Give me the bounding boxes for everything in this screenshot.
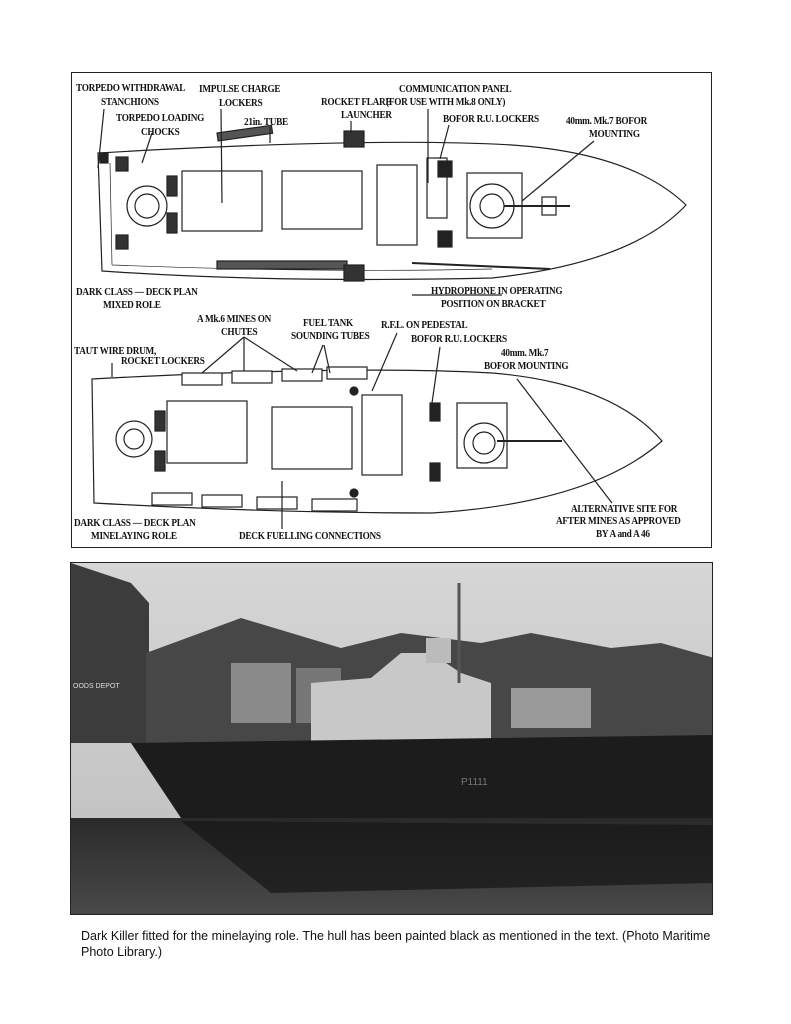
label-hydrophone-position: POSITION ON BRACKET bbox=[441, 299, 546, 310]
bottom-hull-outline bbox=[91, 369, 663, 514]
label-mines: A Mk.6 MINES ON bbox=[197, 314, 272, 325]
label-rocket-lockers: ROCKET LOCKERS bbox=[121, 356, 205, 367]
top-hull-outline bbox=[97, 141, 687, 281]
label-launcher: LAUNCHER bbox=[341, 110, 392, 121]
label-torpedo-loading: TORPEDO LOADING bbox=[116, 113, 205, 124]
label-sounding-tubes: SOUNDING TUBES bbox=[291, 331, 370, 342]
label-bofor-lockers-bottom: BOFOR R.U. LOCKERS bbox=[411, 334, 507, 345]
bottom-plan-title: DARK CLASS — DECK PLAN bbox=[74, 518, 196, 529]
top-plan-title: DARK CLASS — DECK PLAN bbox=[76, 287, 198, 298]
label-hydrophone: HYDROPHONE IN OPERATING bbox=[431, 286, 563, 297]
label-by-a-and-a: BY A and A 46 bbox=[596, 529, 650, 540]
label-impulse-charge: IMPULSE CHARGE bbox=[199, 84, 281, 95]
label-torpedo-withdrawal: TORPEDO WITHDRAWAL bbox=[76, 83, 186, 94]
label-taut-wire-drum: TAUT WIRE DRUM, bbox=[74, 346, 157, 357]
photo-caption: Dark Killer fitted for the minelaying ro… bbox=[81, 929, 711, 959]
label-communication-note: (FOR USE WITH Mk.8 ONLY) bbox=[386, 97, 506, 108]
bottom-plan-subtitle: MINELAYING ROLE bbox=[91, 531, 177, 542]
label-bofor-mounting-bottom: BOFOR MOUNTING bbox=[484, 361, 569, 372]
deck-plan-diagram: TORPEDO WITHDRAWAL STANCHIONS IMPULSE CH… bbox=[71, 72, 712, 548]
top-plan-subtitle: MIXED ROLE bbox=[103, 300, 161, 311]
label-chutes: CHUTES bbox=[221, 327, 258, 338]
label-stanchions: STANCHIONS bbox=[101, 97, 159, 108]
label-rocket-flare: ROCKET FLARE bbox=[321, 97, 392, 108]
label-rfl: R.F.L. ON PEDESTAL bbox=[381, 320, 468, 331]
label-fuel-tank: FUEL TANK bbox=[303, 318, 353, 329]
label-impulse-lockers: LOCKERS bbox=[219, 98, 263, 109]
label-communication-panel: COMMUNICATION PANEL bbox=[399, 84, 512, 95]
label-bofor-lockers-top: BOFOR R.U. LOCKERS bbox=[443, 114, 539, 125]
hull-number: P1111 bbox=[461, 777, 488, 788]
label-chocks: CHOCKS bbox=[141, 127, 180, 138]
label-bofor-mounting-top: 40mm. Mk.7 BOFOR bbox=[566, 116, 647, 127]
label-mounting-top: MOUNTING bbox=[589, 129, 640, 140]
label-after-mines: AFTER MINES AS APPROVED bbox=[556, 516, 681, 527]
ship-photograph: OODS DEPOT P1111 bbox=[70, 562, 713, 915]
label-alternative-site: ALTERNATIVE SITE FOR bbox=[571, 504, 678, 515]
label-bofor-bottom: 40mm. Mk.7 bbox=[501, 348, 549, 359]
deck-plan-drawing bbox=[91, 108, 687, 529]
photo-scene: OODS DEPOT P1111 bbox=[71, 563, 712, 914]
depot-sign: OODS DEPOT bbox=[73, 683, 120, 690]
label-21in-tube: 21in. TUBE bbox=[244, 117, 288, 128]
label-deck-fuelling: DECK FUELLING CONNECTIONS bbox=[239, 531, 381, 542]
